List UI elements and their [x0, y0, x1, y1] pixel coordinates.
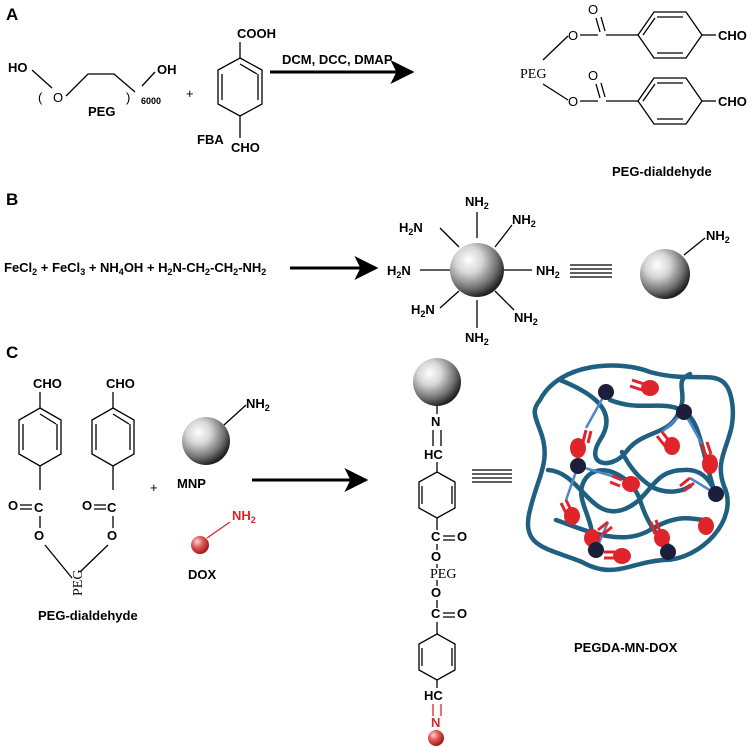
product-dox-sphere	[428, 730, 444, 746]
dox-molecules	[564, 380, 718, 564]
amine-right: NH2	[536, 263, 560, 280]
lower-o: O	[568, 94, 578, 109]
fecl2: FeCl2	[4, 260, 37, 277]
simple-mnp: NH2	[640, 228, 730, 299]
conditions-label: DCM, DCC, DMAP	[282, 52, 393, 67]
lower-cho: CHO	[718, 94, 747, 109]
fba-label: FBA	[197, 132, 224, 147]
product-ester-o-top: O	[431, 549, 441, 564]
left-c: C	[34, 500, 44, 515]
mnp-node	[598, 384, 614, 400]
product-imine-n-bottom: N	[431, 715, 440, 730]
mnp-node	[570, 458, 586, 474]
open-paren: (	[38, 90, 43, 105]
fba-cho: CHO	[231, 140, 260, 155]
dox-amine: NH2	[232, 508, 256, 525]
mnp-reactant-sphere	[182, 417, 230, 465]
panel-a-letter: A	[6, 5, 18, 24]
fba-structure: COOH FBA CHO	[197, 26, 276, 155]
mnp-reactant-amine: NH2	[246, 396, 270, 413]
left-cho: CHO	[33, 376, 62, 391]
dox-dot	[664, 437, 680, 455]
simple-mnp-amine: NH2	[706, 228, 730, 245]
mnp-node	[708, 486, 724, 502]
mnp-sphere	[450, 243, 504, 297]
dox-dot	[570, 438, 586, 458]
right-carbonyl-o: O	[82, 498, 92, 513]
amine-bottom-right: NH2	[514, 310, 538, 327]
right-cho: CHO	[106, 376, 135, 391]
product-ester-o-bottom: O	[431, 585, 441, 600]
repeat-count: 6000	[141, 96, 161, 106]
product-peg: PEG	[430, 567, 456, 582]
product-carbonyl-o-top: O	[457, 529, 467, 544]
mnp-reactant: NH2 MNP	[177, 396, 270, 491]
mnp-sphere-simple	[640, 249, 690, 299]
left-carbonyl-o: O	[8, 498, 18, 513]
equivalence-sign-c	[472, 469, 512, 483]
peg-dialdehyde-product: PEG O O CHO O O CHO PEG-dialdehyde	[520, 2, 747, 179]
product-peg: PEG	[520, 67, 546, 82]
panel-c-letter: C	[6, 343, 18, 362]
reaction-equation-b: FeCl2 + FeCl3 + NH4OH + H2N-CH2-CH2-NH2	[4, 260, 266, 277]
mnp-node	[676, 404, 692, 420]
dox-dot	[622, 476, 640, 492]
close-paren: )	[126, 90, 130, 105]
peg-structure: HO ( O ) OH 6000 PEG	[8, 60, 177, 119]
mnp-node	[660, 544, 676, 560]
dox-label: DOX	[188, 567, 217, 582]
product-hc-bottom: HC	[424, 688, 443, 703]
amine-top-left: H2N	[399, 220, 423, 237]
mnp-nodes	[570, 384, 724, 560]
product-hc-top: HC	[424, 447, 443, 462]
right-ester-o: O	[107, 528, 117, 543]
product-c-bottom: C	[431, 606, 441, 621]
reactant-label: PEG-dialdehyde	[38, 608, 138, 623]
amine-mnp: NH2 NH2 NH2 NH2 NH2 H2N H2N H2N	[387, 194, 560, 347]
product-c-top: C	[431, 529, 441, 544]
upper-cho: CHO	[718, 28, 747, 43]
dox-dot	[698, 517, 714, 535]
dox-dot	[613, 548, 631, 564]
right-c: C	[107, 500, 117, 515]
fba-cooh: COOH	[237, 26, 276, 41]
product-imine-n-top: N	[431, 414, 440, 429]
dox-reactant: NH2 DOX	[188, 508, 256, 582]
dox-dot	[654, 529, 670, 547]
amine-bottom-left: H2N	[411, 302, 435, 319]
peg-dialdehyde-reactant: CHO O C O CHO O C O PEG PEG-dialdehyde	[8, 376, 138, 623]
linear-product: N HC C O O PEG O C O HC N	[413, 358, 467, 746]
reactant-peg: PEG	[71, 570, 86, 596]
equivalence-sign-b	[570, 264, 612, 278]
lower-carbonyl-o: O	[588, 68, 598, 83]
product-carbonyl-o-bottom: O	[457, 606, 467, 621]
plus-sign-a: +	[186, 86, 194, 101]
dox-sphere	[191, 536, 209, 554]
dox-dot	[564, 507, 580, 525]
amine-bottom: NH2	[465, 330, 489, 347]
hydrogel-network: PEGDA-MN-DOX	[525, 363, 736, 655]
dox-dot	[641, 380, 659, 396]
peg-label: PEG	[88, 104, 115, 119]
mnp-node	[588, 542, 604, 558]
left-ester-o: O	[34, 528, 44, 543]
o-atom: O	[53, 90, 63, 105]
upper-o: O	[568, 28, 578, 43]
dox-dot	[702, 454, 718, 474]
product-label-c: PEGDA-MN-DOX	[574, 640, 678, 655]
amine-left: H2N	[387, 263, 411, 280]
upper-carbonyl-o: O	[588, 2, 598, 17]
amine-top-right: NH2	[512, 212, 536, 229]
ho-label: HO	[8, 60, 28, 75]
amine-top: NH2	[465, 194, 489, 211]
product-mnp-sphere	[413, 358, 461, 406]
product-label-a: PEG-dialdehyde	[612, 164, 712, 179]
plus-sign-c: +	[150, 480, 158, 495]
oh-label: OH	[157, 62, 177, 77]
mnp-label: MNP	[177, 476, 206, 491]
panel-b-letter: B	[6, 190, 18, 209]
